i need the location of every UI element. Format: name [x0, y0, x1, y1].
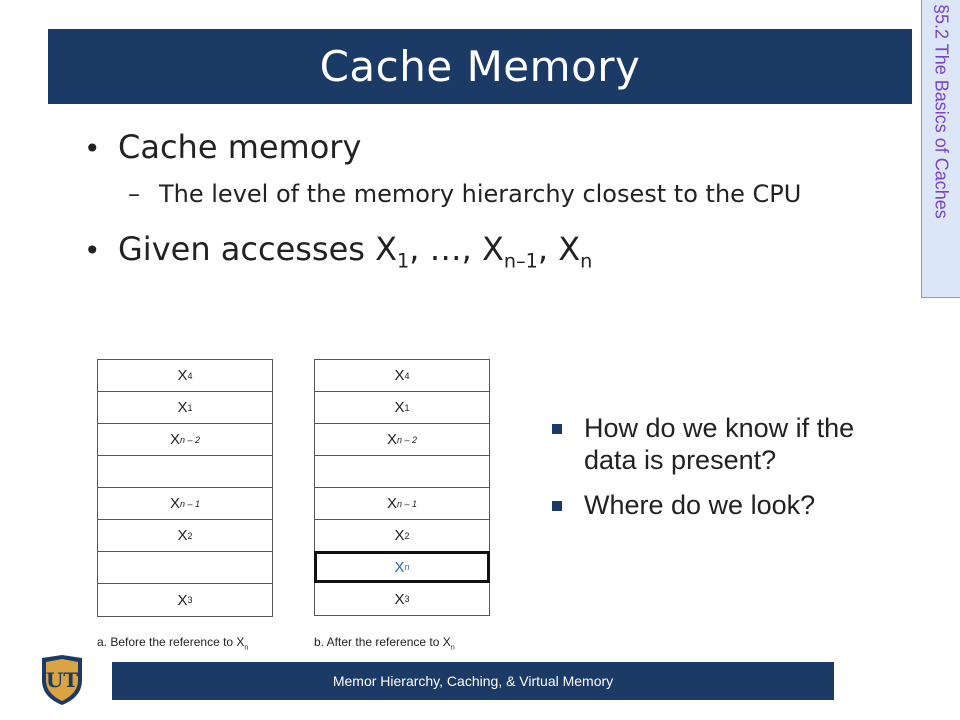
section-label: §5.2 The Basics of Caches	[931, 4, 952, 219]
bullet-text: Cache memory	[118, 128, 362, 166]
slide-title: Cache Memory	[319, 42, 641, 91]
caption-after: b. After the reference to Xn	[314, 635, 455, 651]
logo-text: UT	[46, 668, 78, 692]
title-bar: Cache Memory	[48, 29, 912, 104]
sub-bullet-text: The level of the memory hierarchy closes…	[159, 180, 802, 208]
bullet-given-accesses: • Given accesses X1, …, Xn–1, Xn	[84, 230, 904, 272]
cell-subscript: 3	[187, 595, 193, 605]
cell-subscript: 4	[404, 370, 410, 381]
cache-cell	[315, 456, 489, 488]
question-text: Where do we look?	[584, 489, 816, 520]
cell-label: X	[169, 431, 180, 448]
cell-label: X	[394, 590, 405, 608]
cell-subscript: 1	[187, 402, 193, 413]
cell-subscript: n – 1	[396, 498, 418, 509]
cell-subscript: n – 1	[179, 498, 201, 509]
subscript-n: n	[580, 248, 593, 272]
caption-after-text: b. After the reference to X	[314, 635, 451, 649]
accesses-mid2: , X	[537, 229, 581, 268]
square-bullet-icon	[552, 500, 562, 511]
bullet-dot-icon: •	[84, 233, 101, 267]
question-item: Where do we look?	[552, 489, 912, 521]
sub-bullet-level: – The level of the memory hierarchy clos…	[128, 178, 904, 212]
cache-cell	[98, 552, 272, 584]
caption-before-text: a. Before the reference to X	[97, 635, 245, 649]
cell-label: X	[177, 527, 188, 544]
cell-label: X	[386, 431, 397, 448]
subscript-1: 1	[397, 248, 410, 272]
cell-subscript: 2	[404, 530, 410, 541]
question-list: How do we know if the data is present? W…	[552, 412, 912, 533]
caption-after-sub: n	[450, 642, 455, 652]
cell-subscript: n – 2	[396, 434, 418, 445]
ut-shield-logo-icon: UT	[42, 655, 82, 705]
question-text: How do we know if the data is present?	[584, 413, 855, 476]
section-tab: §5.2 The Basics of Caches	[921, 0, 960, 298]
question-item: How do we know if the data is present?	[552, 412, 912, 477]
cell-label: X	[177, 367, 188, 384]
bullet-cache-memory: • Cache memory	[84, 128, 904, 166]
accesses-prefix: Given accesses X	[118, 229, 398, 268]
dash-icon: –	[128, 180, 140, 208]
cell-label: X	[177, 399, 188, 416]
cell-label: X	[386, 495, 397, 512]
cell-label: X	[394, 527, 405, 544]
cell-subscript: 3	[404, 594, 410, 604]
caption-before: a. Before the reference to Xn	[97, 635, 248, 651]
cell-label: X	[169, 495, 180, 512]
bullet-dot-icon: •	[84, 132, 101, 165]
cell-label: X	[177, 591, 188, 609]
cell-subscript: 2	[187, 530, 193, 541]
footer-bar: Memor Hierarchy, Caching, & Virtual Memo…	[112, 662, 834, 700]
accesses-mid: , …, X	[409, 229, 504, 268]
bullet-list: • Cache memory – The level of the memory…	[84, 128, 904, 272]
cell-subscript: n	[404, 562, 410, 572]
cell-label: X	[394, 399, 405, 416]
cell-subscript: n – 2	[179, 434, 201, 445]
footer-text: Memor Hierarchy, Caching, & Virtual Memo…	[332, 673, 614, 689]
cell-subscript: 1	[404, 402, 410, 413]
cell-subscript: 4	[187, 370, 193, 381]
caption-before-sub: n	[244, 642, 249, 652]
cell-label: X	[394, 367, 405, 384]
square-bullet-icon	[552, 424, 562, 434]
cache-cell	[98, 456, 272, 488]
bullet-text-accesses: Given accesses X1, …, Xn–1, Xn	[118, 230, 592, 272]
cell-label: X	[394, 558, 405, 576]
subscript-n-minus-1: n–1	[503, 248, 538, 272]
